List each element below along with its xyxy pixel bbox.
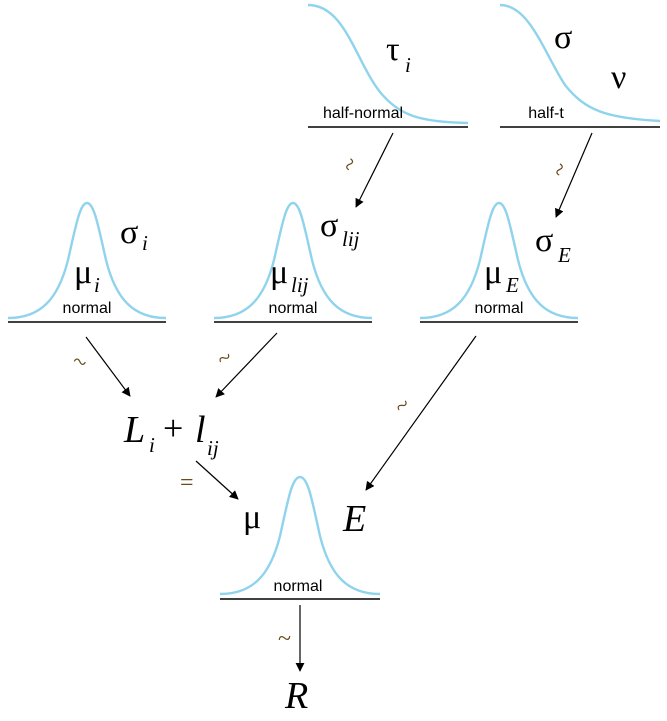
arrow-line — [555, 132, 593, 218]
sigma-lij-symbol: σ — [320, 207, 338, 244]
arrow-line — [215, 332, 278, 398]
arrow-expression-to-mu: = — [180, 460, 239, 500]
half-t-curve — [499, 3, 661, 123]
tilde-symbol: ~ — [546, 159, 575, 182]
normal-distribution-E: normal μ E σ E — [419, 201, 579, 323]
normal-lij-curve — [213, 201, 373, 320]
expression-L-plus-l: L i + l ij — [123, 408, 219, 460]
normal-bottom-curve — [219, 475, 381, 596]
half-normal-curve — [307, 3, 469, 125]
sigma-E-symbol: σ — [535, 222, 553, 259]
tau-symbol: τ — [386, 31, 400, 68]
normal-bottom-label: normal — [274, 578, 323, 595]
nu-symbol: ν — [611, 59, 626, 96]
arrow-normal-i-to-L: ~ — [68, 336, 131, 397]
arrow-line — [85, 336, 131, 397]
L-subscript: i — [149, 433, 155, 457]
normal-i-curve — [7, 201, 167, 320]
arrow-line — [365, 335, 477, 491]
sigma-lij-subscript: lij — [342, 227, 360, 251]
tilde-symbol: ~ — [336, 153, 365, 177]
E-symbol: E — [342, 498, 366, 540]
sigma-i-symbol: σ — [120, 214, 138, 251]
tilde-symbol: ~ — [213, 344, 236, 373]
normal-E-label: normal — [475, 300, 524, 317]
half-t-distribution: half-t σ ν — [499, 3, 661, 128]
arrow-normal-E-to-E: ~ — [365, 335, 477, 491]
mu-lij-symbol: μ — [270, 254, 288, 291]
sigma-symbol: σ — [554, 19, 572, 56]
half-t-label: half-t — [528, 105, 564, 122]
normal-E-curve — [419, 201, 579, 320]
mu-i-symbol: μ — [74, 254, 92, 291]
mu-lij-subscript: lij — [291, 273, 309, 297]
L-symbol: L — [123, 409, 145, 451]
mu-E-subscript: E — [505, 273, 519, 297]
tilde-symbol: ~ — [68, 348, 91, 377]
mu-E-symbol: μ — [484, 254, 502, 291]
normal-distribution-lij: normal μ lij σ lij — [213, 201, 373, 323]
arrow-normal-to-R: ~ — [278, 605, 305, 672]
plus-symbol: + — [163, 408, 183, 448]
half-normal-label: half-normal — [323, 105, 403, 122]
arrow-half-t-to-sigma-E: ~ — [546, 132, 593, 218]
normal-distribution-bottom: normal μ E — [219, 475, 381, 600]
arrow-normal-lij-to-l: ~ — [213, 332, 278, 398]
normal-i-label: normal — [63, 300, 112, 317]
sigma-i-subscript: i — [142, 231, 148, 255]
equals-symbol: = — [180, 470, 194, 496]
arrow-line — [195, 460, 239, 500]
l-subscript: ij — [207, 436, 219, 460]
sigma-E-subscript: E — [557, 243, 571, 267]
arrow-half-normal-to-sigma-lij: ~ — [336, 132, 394, 208]
R-symbol: R — [284, 675, 308, 717]
mu-symbol: μ — [243, 499, 261, 536]
normal-lij-label: normal — [269, 300, 318, 317]
l-symbol: l — [195, 409, 206, 451]
tilde-symbol: ~ — [278, 626, 291, 652]
normal-distribution-i: normal μ i σ i — [7, 201, 167, 323]
tilde-symbol: ~ — [390, 392, 416, 421]
half-normal-distribution: half-normal τ i — [307, 3, 469, 128]
tau-subscript: i — [405, 53, 411, 77]
mu-i-subscript: i — [94, 273, 100, 297]
arrow-line — [355, 132, 394, 208]
